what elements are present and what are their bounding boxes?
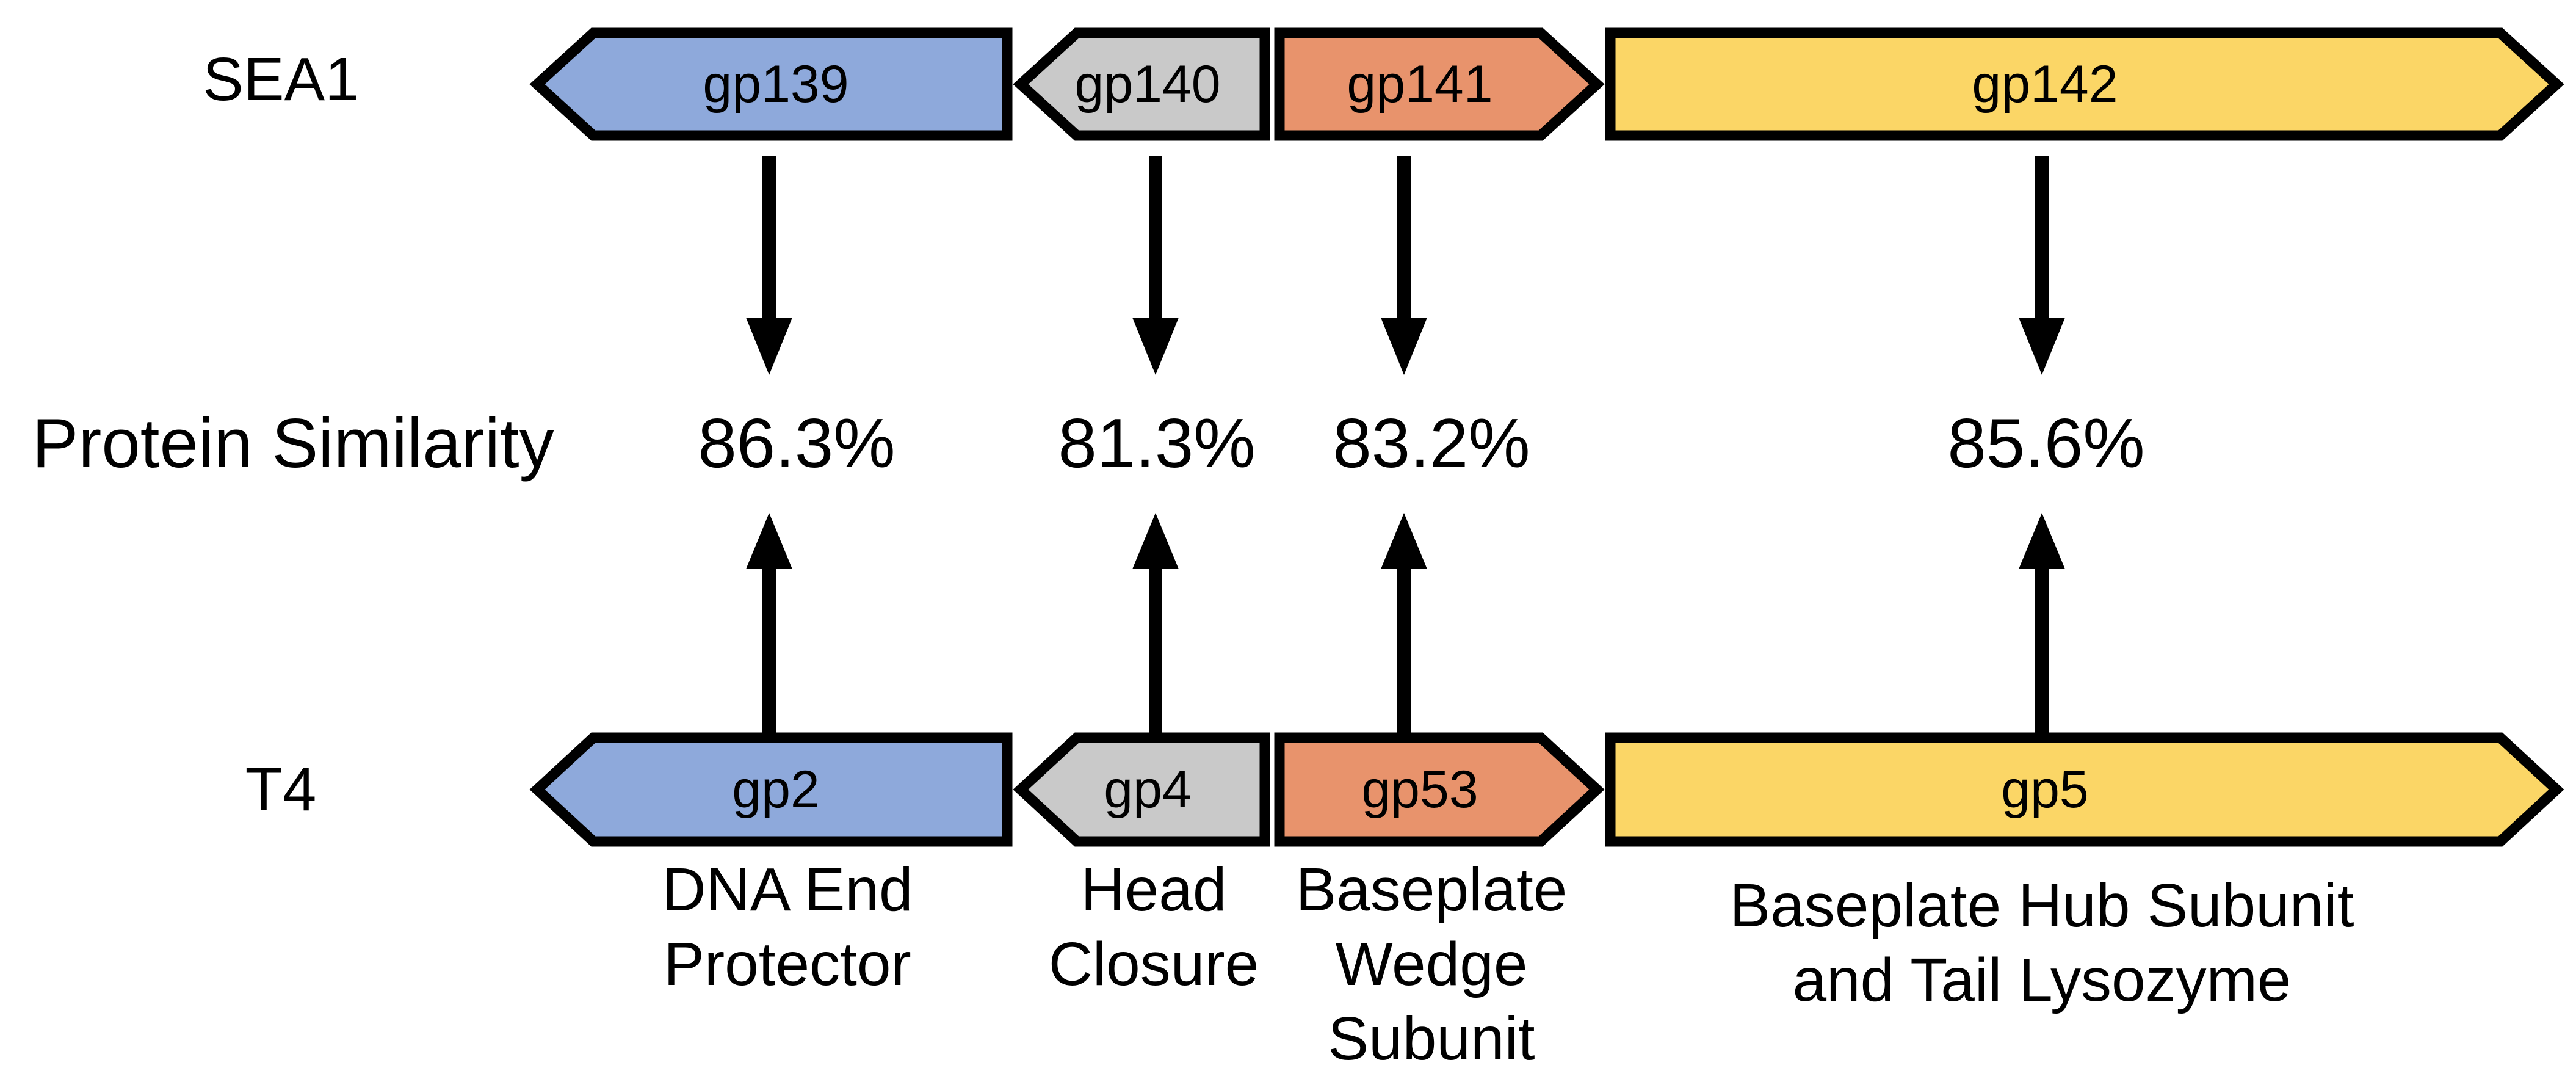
similarity-value: 85.6% bbox=[1947, 405, 2145, 482]
similarity-value: 83.2% bbox=[1333, 405, 1530, 482]
t4-function-line: Wedge bbox=[1335, 930, 1528, 998]
t4-gene-label: gp53 bbox=[1361, 760, 1478, 819]
similarity-arrow-down-icon bbox=[2019, 156, 2065, 375]
gene-arrow-gp141 bbox=[1274, 27, 1605, 141]
t4-function-line: and Tail Lysozyme bbox=[1792, 946, 2292, 1014]
similarity-arrow-down-icon bbox=[746, 156, 792, 375]
t4-function-line: Protector bbox=[664, 930, 911, 998]
similarity-arrow-up-icon bbox=[1132, 513, 1179, 733]
t4-function-line: Subunit bbox=[1328, 1004, 1535, 1068]
sea1-gene-label: gp142 bbox=[1972, 55, 2118, 114]
gene-arrow-gp2 bbox=[529, 732, 1013, 847]
sea1-gene-label: gp139 bbox=[703, 55, 849, 114]
similarity-arrow-up-icon bbox=[1381, 513, 1427, 733]
sea1-gene-label: gp140 bbox=[1074, 55, 1221, 114]
t4-function-line: Baseplate Hub Subunit bbox=[1729, 871, 2354, 940]
similarity-arrow-up-icon bbox=[2019, 513, 2065, 733]
gene-arrow-gp53 bbox=[1274, 732, 1605, 847]
gene-arrow-gp5 bbox=[1605, 732, 2564, 847]
gene-arrow-gp139 bbox=[529, 27, 1013, 141]
t4-function-line: Closure bbox=[1048, 930, 1259, 998]
t4-function-line: Baseplate bbox=[1295, 855, 1568, 924]
t4-gene-label: gp2 bbox=[732, 760, 820, 819]
gene-arrow-gp4 bbox=[1013, 732, 1270, 847]
t4-gene-label: gp4 bbox=[1104, 760, 1192, 819]
t4-gene-label: gp5 bbox=[2001, 760, 2089, 819]
similarity-arrow-down-icon bbox=[1381, 156, 1427, 375]
t4-function-line: Head bbox=[1080, 855, 1227, 924]
similarity-arrow-down-icon bbox=[1132, 156, 1179, 375]
gene-arrow-gp142 bbox=[1605, 27, 2564, 141]
sea1-gene-label: gp141 bbox=[1347, 55, 1493, 114]
t4-row-label: T4 bbox=[245, 755, 317, 824]
similarity-value: 86.3% bbox=[698, 405, 895, 482]
gene-arrow-gp140 bbox=[1013, 27, 1270, 141]
protein-similarity-label: Protein Similarity bbox=[32, 405, 554, 482]
t4-function-line: DNA End bbox=[662, 855, 913, 924]
sea1-row-label: SEA1 bbox=[203, 45, 359, 114]
similarity-value: 81.3% bbox=[1058, 405, 1256, 482]
similarity-arrow-up-icon bbox=[746, 513, 792, 733]
